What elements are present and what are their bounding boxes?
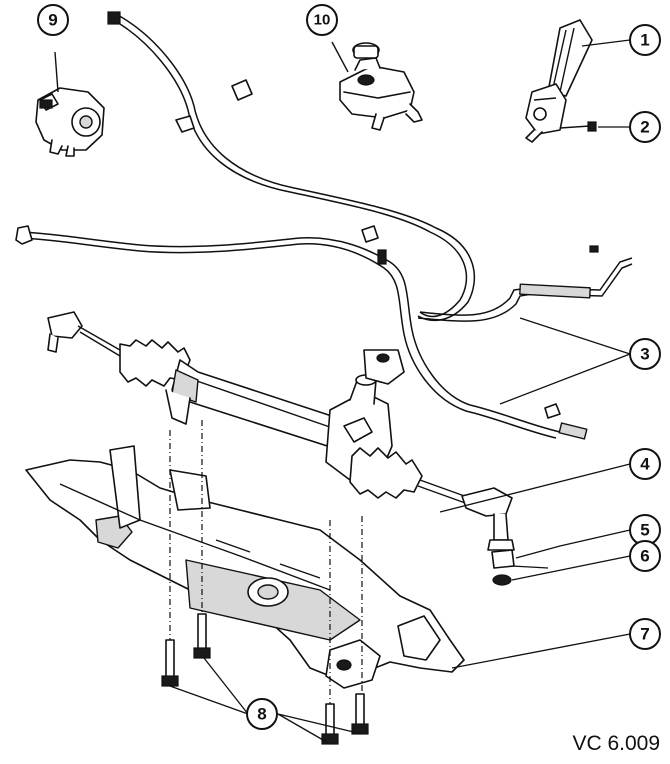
- subframe-bolts: [161, 613, 369, 745]
- svg-text:3: 3: [640, 345, 649, 364]
- steering-rack: [47, 311, 631, 551]
- callout-7: 7: [629, 618, 661, 650]
- alignment-lines: [169, 420, 363, 704]
- clamp-bolt: [559, 121, 630, 132]
- svg-text:1: 1: [640, 31, 649, 50]
- svg-text:10: 10: [314, 12, 331, 29]
- callout-10: 10: [306, 4, 338, 36]
- svg-text:8: 8: [257, 705, 266, 724]
- fluid-reservoir: [331, 41, 423, 131]
- svg-text:6: 6: [640, 547, 649, 566]
- callout-1: 1: [629, 24, 661, 56]
- callout-4: 4: [629, 448, 661, 480]
- callout-2: 2: [629, 111, 661, 143]
- callout-8: 8: [246, 698, 278, 730]
- steering-column-shaft: [525, 19, 631, 143]
- callout-6: 6: [629, 540, 661, 572]
- svg-text:9: 9: [48, 11, 57, 30]
- figure-code: VC 6.009: [572, 732, 660, 755]
- power-steering-pump: [35, 51, 105, 157]
- subframe-crossmember: [25, 445, 631, 689]
- callout-3: 3: [629, 338, 661, 370]
- svg-text:4: 4: [640, 455, 650, 474]
- callout-9: 9: [37, 4, 69, 36]
- fluid-hoses: [15, 11, 633, 440]
- svg-text:5: 5: [640, 521, 649, 540]
- tie-rod-nut-and-washer: [491, 529, 631, 586]
- svg-text:7: 7: [640, 625, 649, 644]
- svg-text:2: 2: [640, 118, 649, 137]
